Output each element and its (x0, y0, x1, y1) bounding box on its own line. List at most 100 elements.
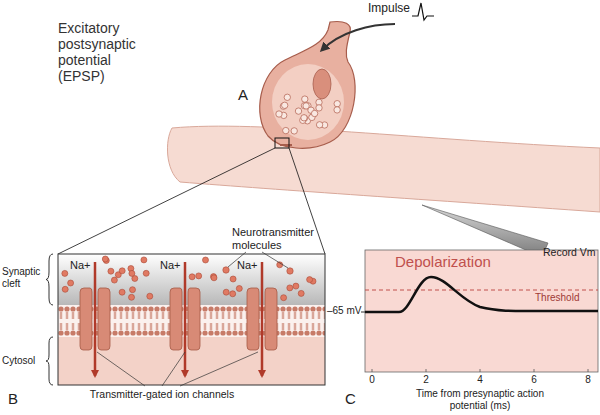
neurotransmitter (293, 283, 299, 289)
tick-label-holder: 0 (364, 374, 380, 386)
chart-label: Depolarization (395, 253, 491, 270)
channel-subunit (170, 288, 182, 350)
neurotransmitter (62, 286, 68, 292)
panel-title-holder: Excitatory postsynaptic potential (EPSP) (58, 20, 150, 84)
neurotransmitter (230, 291, 236, 297)
channel-subunit (247, 288, 259, 350)
neurotransmitter (62, 270, 68, 276)
vesicle (316, 122, 322, 128)
region-label-holder: Cytosol (2, 355, 44, 367)
vesicle (283, 127, 289, 133)
bracket (46, 254, 53, 305)
callout-label-holder: Transmitter-gated ion channels (82, 388, 242, 400)
neurotransmitter (211, 275, 217, 281)
electrode-label: Record Vm (543, 246, 596, 258)
vesicle (303, 103, 309, 109)
bracket (46, 337, 53, 385)
neurotransmitter (298, 290, 304, 296)
impulse-arrow (322, 24, 395, 50)
axis-tick (534, 369, 535, 372)
neurotransmitter (119, 289, 125, 295)
callout-label: Neurotransmitter molecules (232, 226, 342, 251)
epsp-curve (365, 277, 598, 312)
ion-label-holder: Na+ (70, 259, 91, 272)
channel-subunit (80, 288, 92, 350)
zoom-line (58, 148, 275, 254)
region-label: Cytosol (2, 355, 44, 367)
vesicle (301, 115, 307, 121)
ion-label: Na+ (70, 259, 91, 272)
neurotransmitter (287, 268, 293, 274)
channel-subunit (265, 288, 277, 350)
neurotransmitter (108, 268, 114, 274)
axis-tick (361, 312, 365, 313)
mitochondrion (313, 69, 331, 99)
neurotransmitter (189, 274, 195, 280)
vesicle (284, 94, 290, 100)
neurotransmitter (130, 287, 136, 293)
ion-label: Na+ (160, 259, 181, 272)
callout-label-holder: Neurotransmitter molecules (232, 226, 342, 251)
neurotransmitter (143, 270, 149, 276)
panel-letter-holder: C (345, 390, 356, 407)
ion-channels (80, 262, 277, 376)
spike-symbol (412, 3, 434, 20)
threshold-label: Threshold (535, 292, 579, 304)
axon-terminal (260, 21, 355, 148)
vesicle (301, 115, 307, 121)
neurotransmitter (281, 295, 287, 301)
channel-subunit (98, 288, 110, 350)
tick-label: 4 (472, 374, 488, 386)
ion-flow-arrow (261, 262, 264, 376)
panel-letter: C (345, 390, 356, 407)
tick-label: 2 (418, 374, 434, 386)
vesicle (276, 111, 282, 117)
active-zone (280, 144, 292, 146)
neurotransmitter (68, 280, 74, 286)
zoom-line (289, 148, 325, 254)
vesicle (295, 108, 301, 114)
neurotransmitter (236, 286, 242, 292)
neurotransmitter (111, 277, 117, 283)
neurotransmitter (196, 273, 202, 279)
threshold-line (365, 290, 598, 291)
electrode (422, 205, 548, 257)
signal-label: Impulse (368, 2, 410, 16)
ion-flow-arrow (184, 262, 187, 376)
neurotransmitter (129, 270, 135, 276)
axis-tick (588, 369, 589, 372)
terminal-cytoplasm (272, 64, 344, 140)
tick-label: 8 (580, 374, 596, 386)
neurotransmitter (102, 256, 108, 262)
neurotransmitter (307, 277, 313, 283)
signal-label-holder: Impulse (368, 2, 410, 16)
tick-label: 0 (364, 374, 380, 386)
vesicle (302, 96, 308, 102)
leader-line (162, 352, 185, 386)
vesicle (316, 105, 322, 111)
panel-letter-holder: A (238, 86, 248, 103)
axis-value: –65 mV (327, 305, 361, 317)
channel-subunit (188, 288, 200, 350)
vesicle (311, 110, 317, 116)
ion-label-holder: Na+ (160, 259, 181, 272)
threshold-label-holder: Threshold (535, 292, 579, 304)
leader-line (262, 252, 288, 268)
vesicle (282, 102, 288, 108)
ion-flow-arrow (94, 262, 97, 376)
chart-label-holder: Depolarization (395, 253, 491, 270)
leader-line (180, 352, 258, 386)
leader-line (97, 352, 145, 386)
axis-value-holder: –65 mV (327, 305, 361, 317)
axis-tick (372, 369, 373, 372)
plot-area (365, 250, 598, 372)
axis-ticks (372, 369, 588, 372)
tick-label-holder: 2 (418, 374, 434, 386)
zoom-box (275, 138, 289, 148)
tick-label-holder: 4 (472, 374, 488, 386)
callout-label: Transmitter-gated ion channels (82, 388, 242, 400)
neurotransmitter (223, 289, 229, 295)
vesicle (291, 128, 297, 134)
vesicle (334, 101, 340, 107)
neurotransmitter (141, 257, 147, 263)
